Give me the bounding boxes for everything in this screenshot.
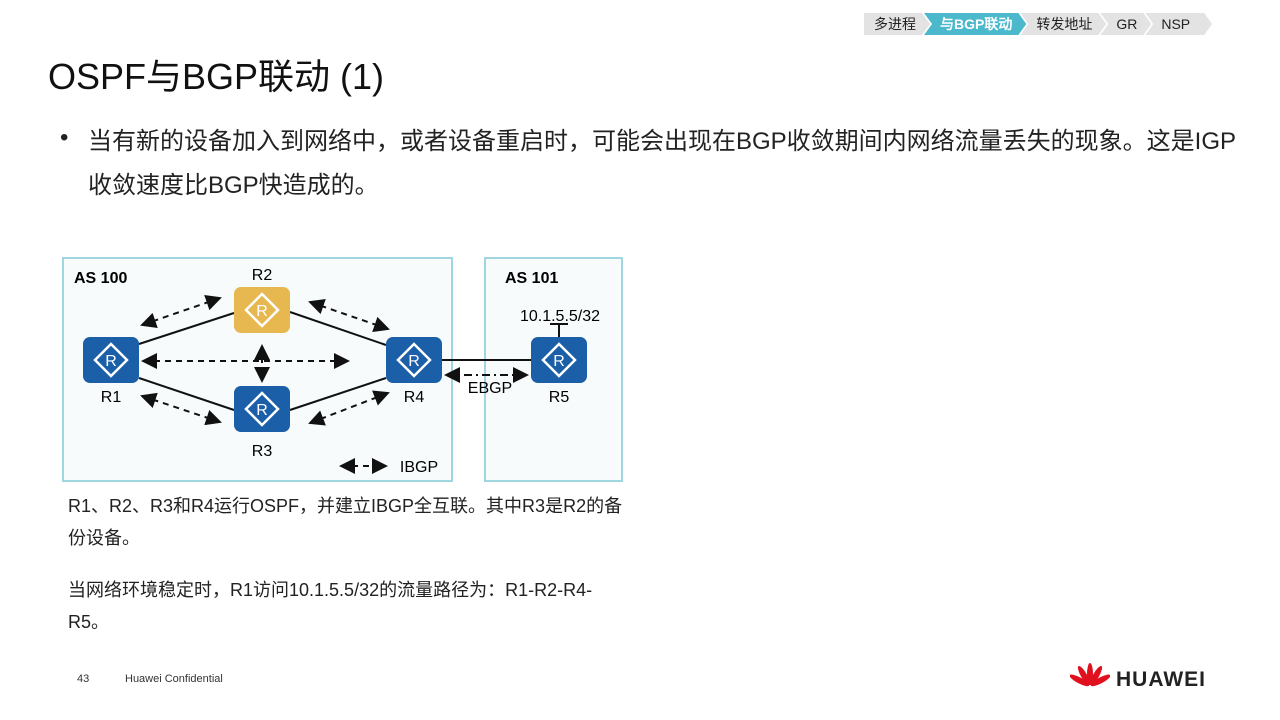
as100-label: AS 100	[74, 270, 127, 287]
r5-label: R5	[549, 389, 570, 406]
router-r5	[529, 335, 589, 385]
brand-name: HUAWEI	[1116, 668, 1206, 691]
bullet-text: 当有新的设备加入到网络中，或者设备重启时，可能会出现在BGP收敛期间内网络流量丢…	[88, 128, 1237, 199]
nav-item-gr[interactable]: GR	[1100, 13, 1151, 35]
nav-item-multiprocess[interactable]: 多进程	[864, 13, 930, 35]
page-title: OSPF与BGP联动 (1)	[48, 56, 385, 97]
r3-label: R3	[252, 443, 273, 460]
router-r4	[384, 335, 444, 385]
ibgp-legend-label: IBGP	[400, 459, 438, 476]
r2-label: R2	[252, 267, 273, 284]
page-number: 43	[77, 673, 90, 685]
router-r1	[81, 335, 141, 385]
huawei-logo-icon	[1070, 663, 1110, 687]
caption-path: 当网络环境稳定时，R1访问10.1.5.5/32的流量路径为：R1-R2-R4-…	[68, 580, 593, 632]
section-nav: 多进程 与BGP联动 转发地址 GR NSP	[864, 13, 1206, 35]
confidential-label: Huawei Confidential	[125, 673, 223, 685]
nav-item-bgp[interactable]: 与BGP联动	[924, 13, 1026, 35]
as101-label: AS 101	[505, 270, 558, 287]
ibgp-sessions	[140, 295, 390, 474]
router-r3	[232, 384, 292, 434]
nav-item-forwarding-address[interactable]: 转发地址	[1020, 13, 1106, 35]
prefix-label: 10.1.5.5/32	[520, 308, 600, 325]
bullet-dot: •	[60, 124, 69, 151]
r1-label: R1	[101, 389, 122, 406]
r4-label: R4	[404, 389, 425, 406]
router-r2	[232, 285, 292, 335]
caption-setup: R1、R2、R3和R4运行OSPF，并建立IBGP全互联。其中R3是R2的备份设…	[68, 496, 623, 548]
nav-item-nsp[interactable]: NSP	[1145, 13, 1212, 35]
ebgp-label: EBGP	[468, 380, 512, 397]
